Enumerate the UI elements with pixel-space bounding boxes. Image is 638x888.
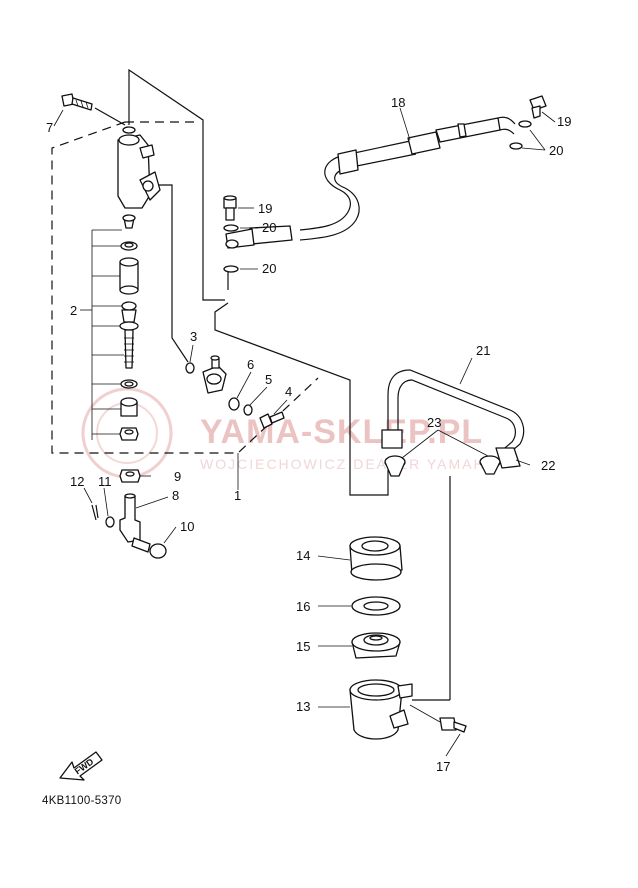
nut-9	[119, 469, 141, 483]
union-bolt-19-left	[223, 195, 237, 221]
cotter-pin-12	[91, 504, 99, 521]
callout-21: 21	[476, 343, 490, 358]
brake-hose-18	[225, 107, 516, 249]
callout-20-bottom: 20	[262, 261, 276, 276]
bolt-7	[61, 93, 126, 126]
clevis-8	[119, 493, 141, 543]
washer-20-c	[518, 120, 532, 128]
callout-7: 7	[46, 120, 53, 135]
callout-22: 22	[541, 458, 555, 473]
callout-14: 14	[296, 548, 310, 563]
callout-13: 13	[296, 699, 310, 714]
callout-9: 9	[174, 469, 181, 484]
watermark-sub-text: WOJCIECHOWICZ DEALER YAMAHA	[200, 456, 497, 472]
screw-17	[409, 704, 467, 757]
part-code: 4KB1100-5370	[42, 795, 121, 807]
callout-11: 11	[98, 474, 112, 489]
master-cylinder-body	[117, 126, 161, 209]
washer-11	[105, 516, 115, 528]
callout-12: 12	[70, 474, 84, 489]
plate-16	[351, 596, 401, 616]
union-bolt-19-right	[529, 95, 547, 119]
banjo-fitting	[202, 355, 227, 394]
callout-8: 8	[172, 488, 179, 503]
washer-20-a	[223, 224, 239, 232]
callout-15: 15	[296, 639, 310, 654]
o-ring-3	[185, 362, 195, 374]
diaphragm-15	[351, 632, 401, 659]
reservoir-13	[349, 679, 413, 740]
callout-1: 1	[234, 488, 241, 503]
callout-3: 3	[190, 329, 197, 344]
washer-5	[243, 404, 253, 416]
reference-lines	[128, 68, 389, 496]
callout-2: 2	[70, 303, 77, 318]
callout-23: 23	[427, 415, 441, 430]
callout-4: 4	[285, 384, 292, 399]
bolt-4	[259, 411, 285, 429]
watermark: YAMA-SKLEP.PL WOJCIECHOWICZ DEALER YAMAH…	[81, 387, 497, 479]
callout-10: 10	[180, 519, 194, 534]
callout-6: 6	[247, 357, 254, 372]
fwd-arrow-icon: FWD	[59, 751, 103, 781]
washer-6	[228, 397, 240, 411]
leader-2	[80, 229, 124, 440]
hose-clip-23-a	[384, 455, 406, 477]
callout-19-right: 19	[557, 114, 571, 129]
washer-20-b	[223, 265, 239, 273]
callout-20-top: 20	[262, 220, 276, 235]
callout-5: 5	[265, 372, 272, 387]
hose-clip-23-b	[479, 455, 501, 475]
pin-10	[131, 537, 167, 559]
callout-19-left: 19	[258, 201, 272, 216]
callout-17: 17	[436, 759, 450, 774]
callout-16: 16	[296, 599, 310, 614]
callout-20-right: 20	[549, 143, 563, 158]
washer-20-d	[509, 142, 523, 150]
callout-18: 18	[391, 95, 405, 110]
piston-kit-2	[119, 214, 139, 441]
reservoir-hose-21	[381, 357, 525, 469]
reservoir-cap-14	[349, 536, 403, 581]
